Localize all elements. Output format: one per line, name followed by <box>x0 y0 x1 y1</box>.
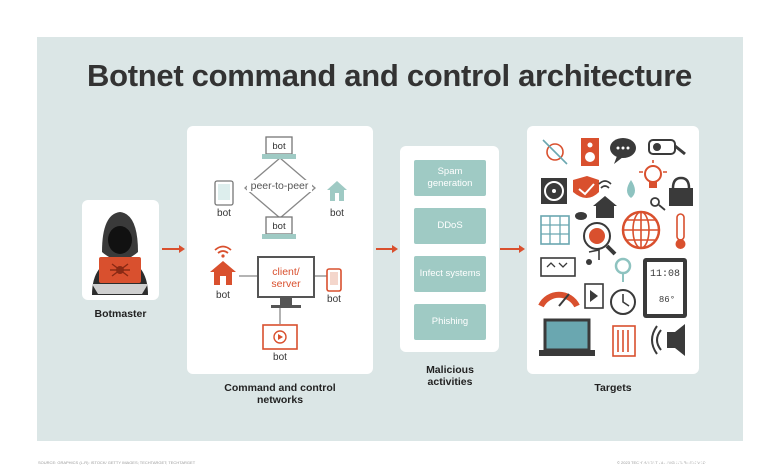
cc-networks-label: Command and control networks <box>224 382 336 406</box>
key-icon <box>650 197 666 211</box>
globe-icon <box>621 210 661 250</box>
lock-icon <box>669 176 693 206</box>
phone-icon <box>326 268 342 292</box>
bot-label-right: bot <box>330 208 344 219</box>
house-wifi-icon <box>593 180 617 218</box>
target-device-icons: 11:08 86° <box>538 138 693 357</box>
speaker-volume-icon <box>651 324 685 356</box>
bot-label-cs-left: bot <box>216 290 230 301</box>
clock-icon <box>610 289 636 315</box>
arrow-activities-to-targets <box>500 245 525 253</box>
bot-label-cs-right: bot <box>327 294 341 305</box>
camera-icon <box>648 139 686 156</box>
router-icon <box>540 257 576 277</box>
house-icon-orange <box>210 261 236 285</box>
house-icon <box>327 181 347 201</box>
heater-icon <box>612 325 636 357</box>
activity-phishing: Phishing <box>414 304 486 340</box>
tv-icon <box>262 324 298 350</box>
credit-left: SOURCE: GRAPHICS (L-R): ISTOCK/ GETTY IM… <box>38 460 196 465</box>
targets-label: Targets <box>594 382 632 394</box>
credit-right: © 2023 TECHTARGET. ALL RIGHTS RESERVED <box>617 460 706 465</box>
activity-spam: Spam generation <box>414 160 486 196</box>
svg-text:86°: 86° <box>659 295 675 305</box>
speaker-icon <box>581 138 599 166</box>
client-server-label: client/ server <box>271 266 301 290</box>
music-icon <box>586 249 600 265</box>
gauge-icon <box>538 291 580 308</box>
arrow-cc-to-activities <box>376 245 398 253</box>
activities-label: Malicious activities <box>426 364 474 388</box>
hacker-icon <box>92 212 148 295</box>
monitor-icon <box>257 256 315 308</box>
activity-ddos: DDoS <box>414 208 486 244</box>
botmaster-label: Botmaster <box>94 308 147 320</box>
bot-label-top: bot <box>272 141 286 152</box>
bot-label-cs-bottom: bot <box>273 352 287 363</box>
drop-icon <box>627 180 635 198</box>
location-pin-icon <box>614 257 632 282</box>
tablet-icon <box>214 180 234 206</box>
laptop-target-icon <box>539 318 595 356</box>
smart-display-icon: 11:08 86° <box>643 258 687 318</box>
laptop-icon-bottom <box>262 216 296 239</box>
chat-icon <box>610 138 636 164</box>
grid-panel-icon <box>540 215 570 245</box>
p2p-label: peer-to-peer <box>247 180 312 192</box>
bot-label-left: bot <box>217 208 231 219</box>
bot-label-bottom: bot <box>272 221 286 232</box>
shield-icon <box>573 176 599 198</box>
magnifier-icon <box>583 222 617 256</box>
arrow-botmaster-to-cc <box>162 245 185 253</box>
diagram-title: Botnet command and control architecture <box>87 58 692 93</box>
laptop-icon <box>262 136 296 159</box>
wifi-icon <box>214 245 232 258</box>
watermark: www.mfgrobots.com <box>638 456 773 472</box>
bulb-icon <box>639 160 667 188</box>
fan-icon <box>541 178 567 204</box>
sun-icon <box>542 139 568 165</box>
cloud-icon <box>575 212 587 220</box>
client-server-lines <box>239 275 327 324</box>
thermometer-icon <box>675 213 686 249</box>
activity-infect: Infect systems <box>414 256 486 292</box>
play-icon <box>584 283 604 309</box>
svg-text:11:08: 11:08 <box>650 269 680 280</box>
